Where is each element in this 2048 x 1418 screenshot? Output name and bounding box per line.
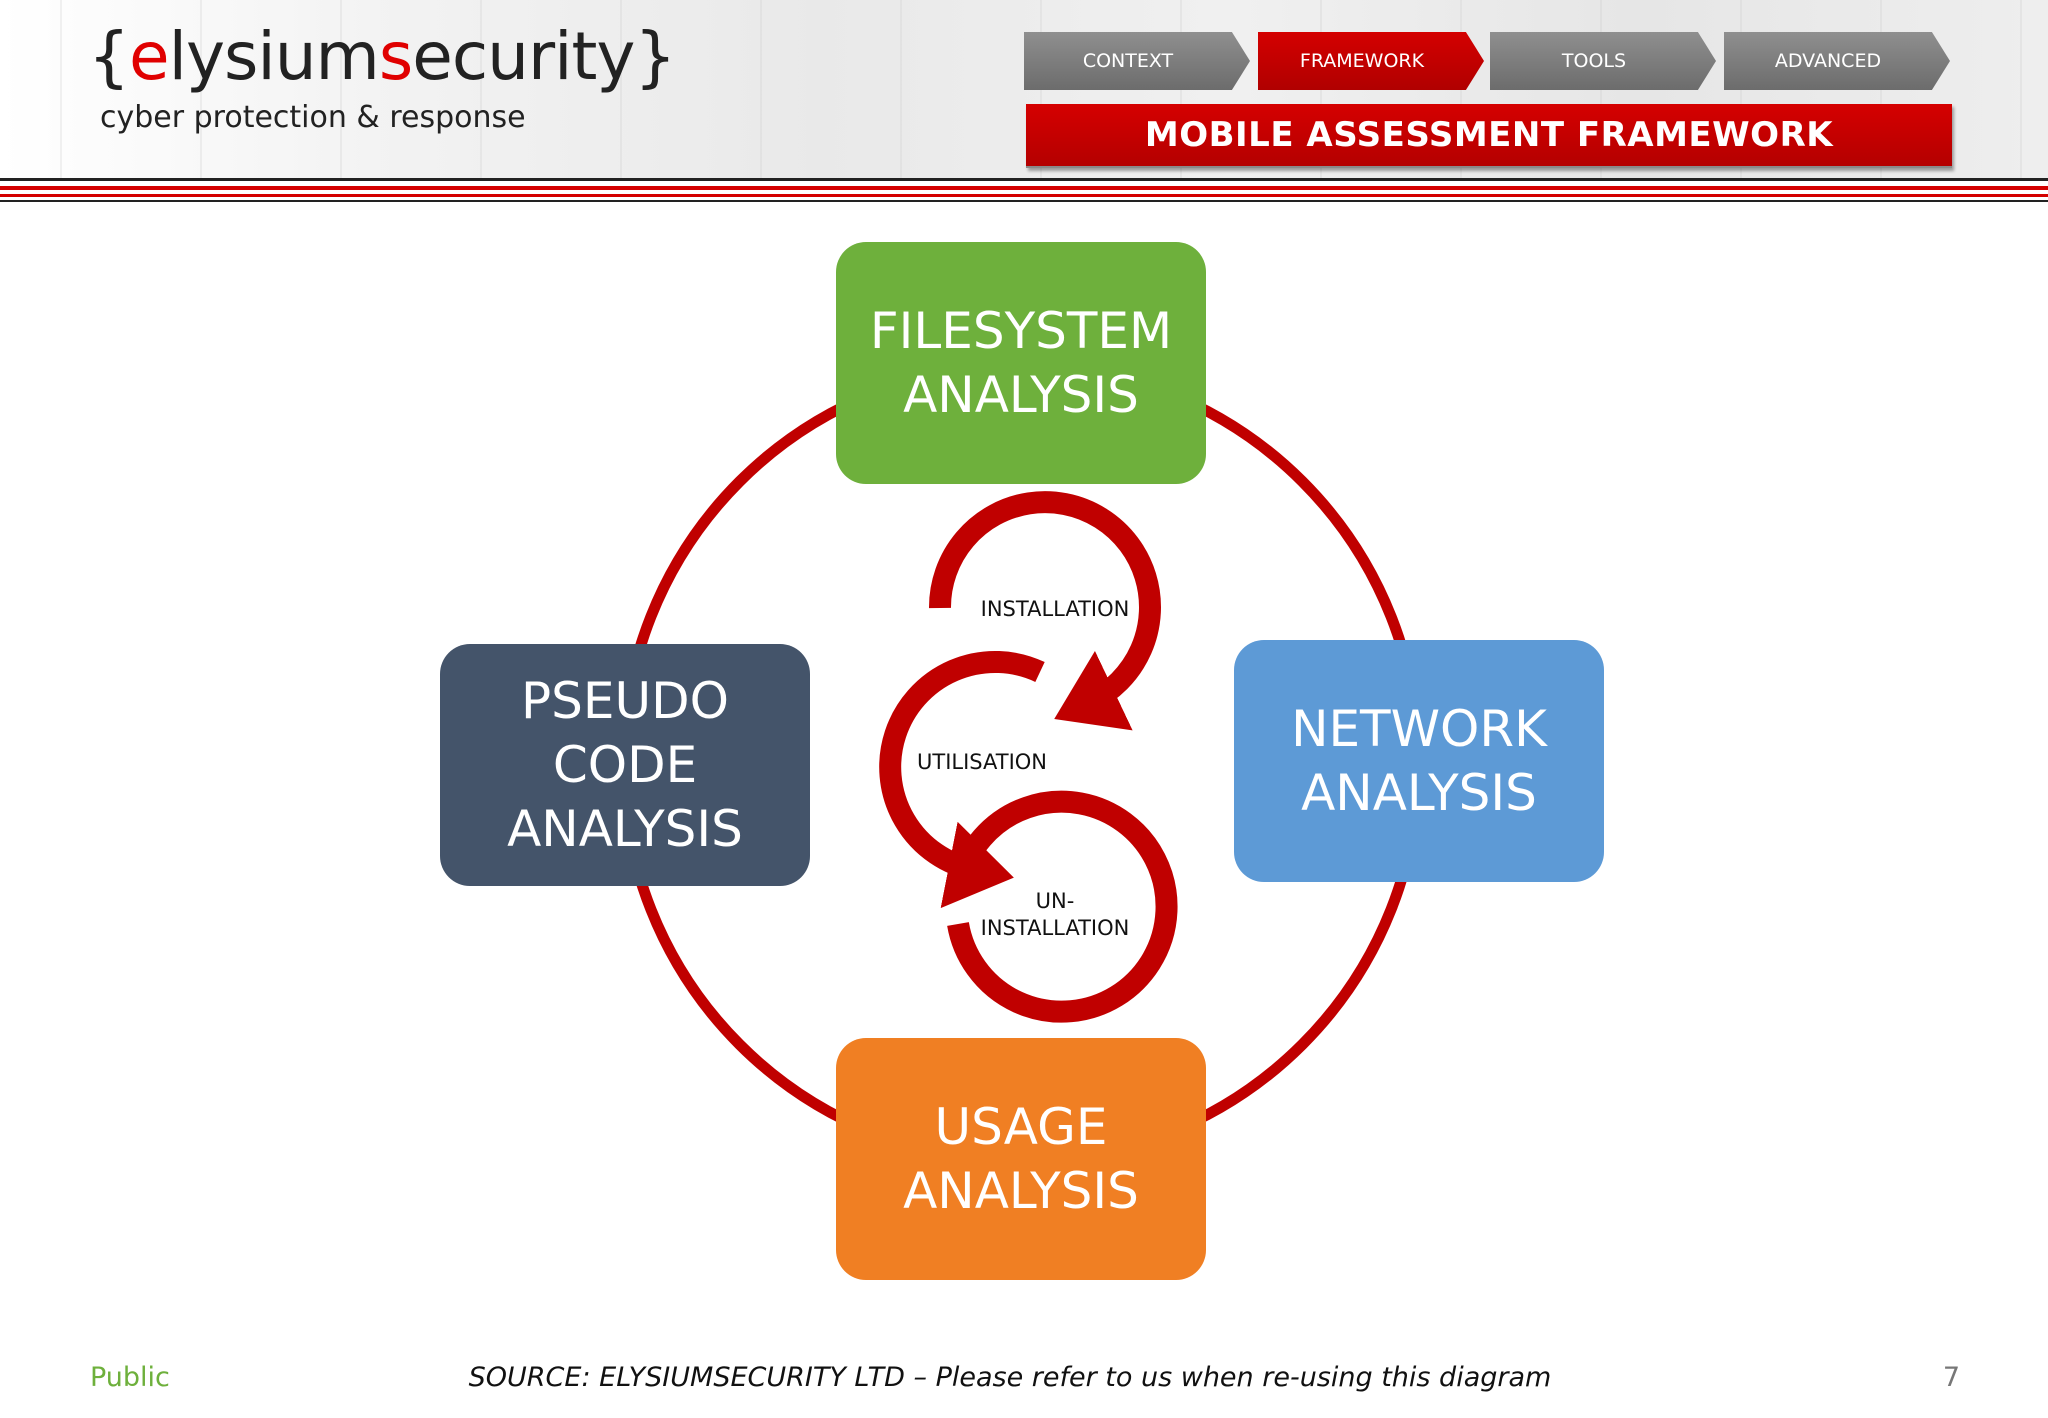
- nav-tab-framework-label: FRAMEWORK: [1299, 50, 1425, 72]
- installation-label: INSTALLATION: [980, 597, 1130, 621]
- installation-arrow: [928, 491, 1161, 731]
- utilisation-arrow: [879, 651, 1045, 909]
- utilisation-label: UTILISATION: [917, 750, 1047, 774]
- divider-red-line: [0, 186, 2048, 190]
- divider-red-line: [0, 194, 2048, 197]
- source-note: SOURCE: ELYSIUMSECURITY LTD – Please ref…: [468, 1362, 1552, 1393]
- usage-analysis-box: USAGE ANALYSIS: [836, 1038, 1206, 1280]
- nav-tab-framework[interactable]: FRAMEWORK: [1258, 32, 1484, 90]
- logo-s: s: [378, 18, 413, 95]
- slide-title: MOBILE ASSESSMENT FRAMEWORK: [1026, 104, 1952, 168]
- network-analysis-box: NETWORK ANALYSIS: [1234, 640, 1604, 882]
- uninstallation-arrow: [947, 790, 1178, 1023]
- page-number: 7: [1942, 1362, 1960, 1393]
- logo-lysium: lysium: [168, 18, 380, 95]
- classification-label: Public: [90, 1362, 170, 1393]
- uninstallation-label: UN- INSTALLATION: [980, 889, 1130, 940]
- logo-open-brace: {: [88, 18, 130, 95]
- usage-analysis-label: USAGE ANALYSIS: [903, 1098, 1139, 1220]
- pseudo-code-analysis-label: PSEUDO CODE ANALYSIS: [507, 672, 743, 858]
- divider-line: [0, 178, 2048, 181]
- nav-tab-advanced[interactable]: ADVANCED: [1724, 32, 1950, 90]
- nav-tab-tools-label: TOOLS: [1561, 50, 1627, 72]
- logo-close-brace: }: [634, 18, 676, 95]
- filesystem-analysis-box: FILESYSTEM ANALYSIS: [836, 242, 1206, 484]
- nav-tab-advanced-label: ADVANCED: [1774, 50, 1882, 72]
- pseudo-code-analysis-box: PSEUDO CODE ANALYSIS: [440, 644, 810, 886]
- logo-e: e: [129, 18, 170, 95]
- divider-line: [0, 200, 2048, 202]
- tagline: cyber protection & response: [100, 100, 526, 135]
- nav-tab-context[interactable]: CONTEXT: [1024, 32, 1250, 90]
- section-nav: CONTEXT FRAMEWORK TOOLS ADVANCED: [1024, 32, 1956, 90]
- nav-tab-context-label: CONTEXT: [1082, 50, 1174, 72]
- logo-ecurity: ecurity: [412, 18, 635, 95]
- logo: {elysiumsecurity}: [88, 18, 676, 95]
- network-analysis-label: NETWORK ANALYSIS: [1291, 700, 1547, 822]
- nav-tab-tools[interactable]: TOOLS: [1490, 32, 1716, 90]
- filesystem-analysis-label: FILESYSTEM ANALYSIS: [869, 302, 1173, 424]
